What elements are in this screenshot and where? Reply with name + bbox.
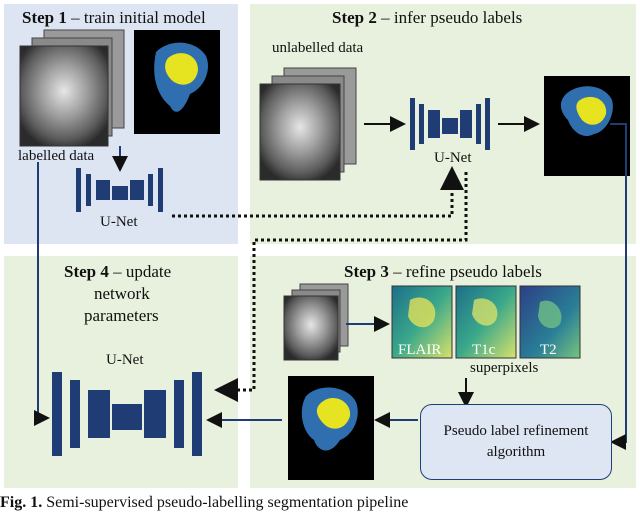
unet-icon xyxy=(410,98,490,150)
flair-label: FLAIR xyxy=(398,342,442,358)
unet-icon xyxy=(76,168,163,212)
labelled-data-label: labelled data xyxy=(18,148,95,164)
step4-title-rest: – update xyxy=(108,262,172,281)
segmentation-mask-icon xyxy=(288,376,374,480)
step2-title-bold: Step 2 xyxy=(332,8,377,27)
step1-title-rest: – train initial model xyxy=(66,8,206,27)
step2-title-rest: – infer pseudo labels xyxy=(376,8,523,27)
segmentation-mask-icon xyxy=(134,30,220,134)
step1-title: Step 1 – train initial model xyxy=(22,8,206,28)
step2-title: Step 2 – infer pseudo labels xyxy=(332,8,522,28)
step4-line-network: network xyxy=(94,284,150,303)
step4-title: Step 4 – update xyxy=(64,262,171,282)
step1-title-bold: Step 1 xyxy=(22,8,67,27)
unlabelled-data-label: unlabelled data xyxy=(272,40,364,56)
segmentation-mask-icon xyxy=(544,76,630,176)
unet-label-step2: U-Net xyxy=(434,150,472,166)
step3-title-rest: – refine pseudo labels xyxy=(388,262,542,281)
mri-stack-icon xyxy=(283,283,349,361)
superpixels-label: superpixels xyxy=(470,360,539,376)
unet-icon xyxy=(52,372,202,456)
t2-label: T2 xyxy=(540,342,557,358)
step3-title-bold: Step 3 xyxy=(344,262,389,281)
refinement-algorithm-box: Pseudo label refinement algorithm xyxy=(420,404,612,480)
step4-line-parameters: parameters xyxy=(84,306,159,325)
mri-stack-icon xyxy=(259,67,357,181)
caption-label: Fig. 1. xyxy=(0,494,43,511)
caption-text: Semi-supervised pseudo-labelling segment… xyxy=(42,494,409,511)
arrow-icon xyxy=(34,162,50,426)
refine-line2: algorithm xyxy=(486,444,546,460)
figure-caption: Fig. 1. Semi-supervised pseudo-labelling… xyxy=(0,494,640,512)
unet-label-step1: U-Net xyxy=(100,214,138,230)
arrow-icon xyxy=(610,123,627,450)
unet-label-step4: U-Net xyxy=(106,352,144,368)
step4-title-bold: Step 4 xyxy=(64,262,109,281)
superpixel-map-icon xyxy=(391,285,581,359)
mri-stack-icon xyxy=(19,29,125,147)
step3-title: Step 3 – refine pseudo labels xyxy=(344,262,542,282)
refine-line1: Pseudo label refinement xyxy=(443,423,589,439)
t1c-label: T1c xyxy=(472,342,496,358)
